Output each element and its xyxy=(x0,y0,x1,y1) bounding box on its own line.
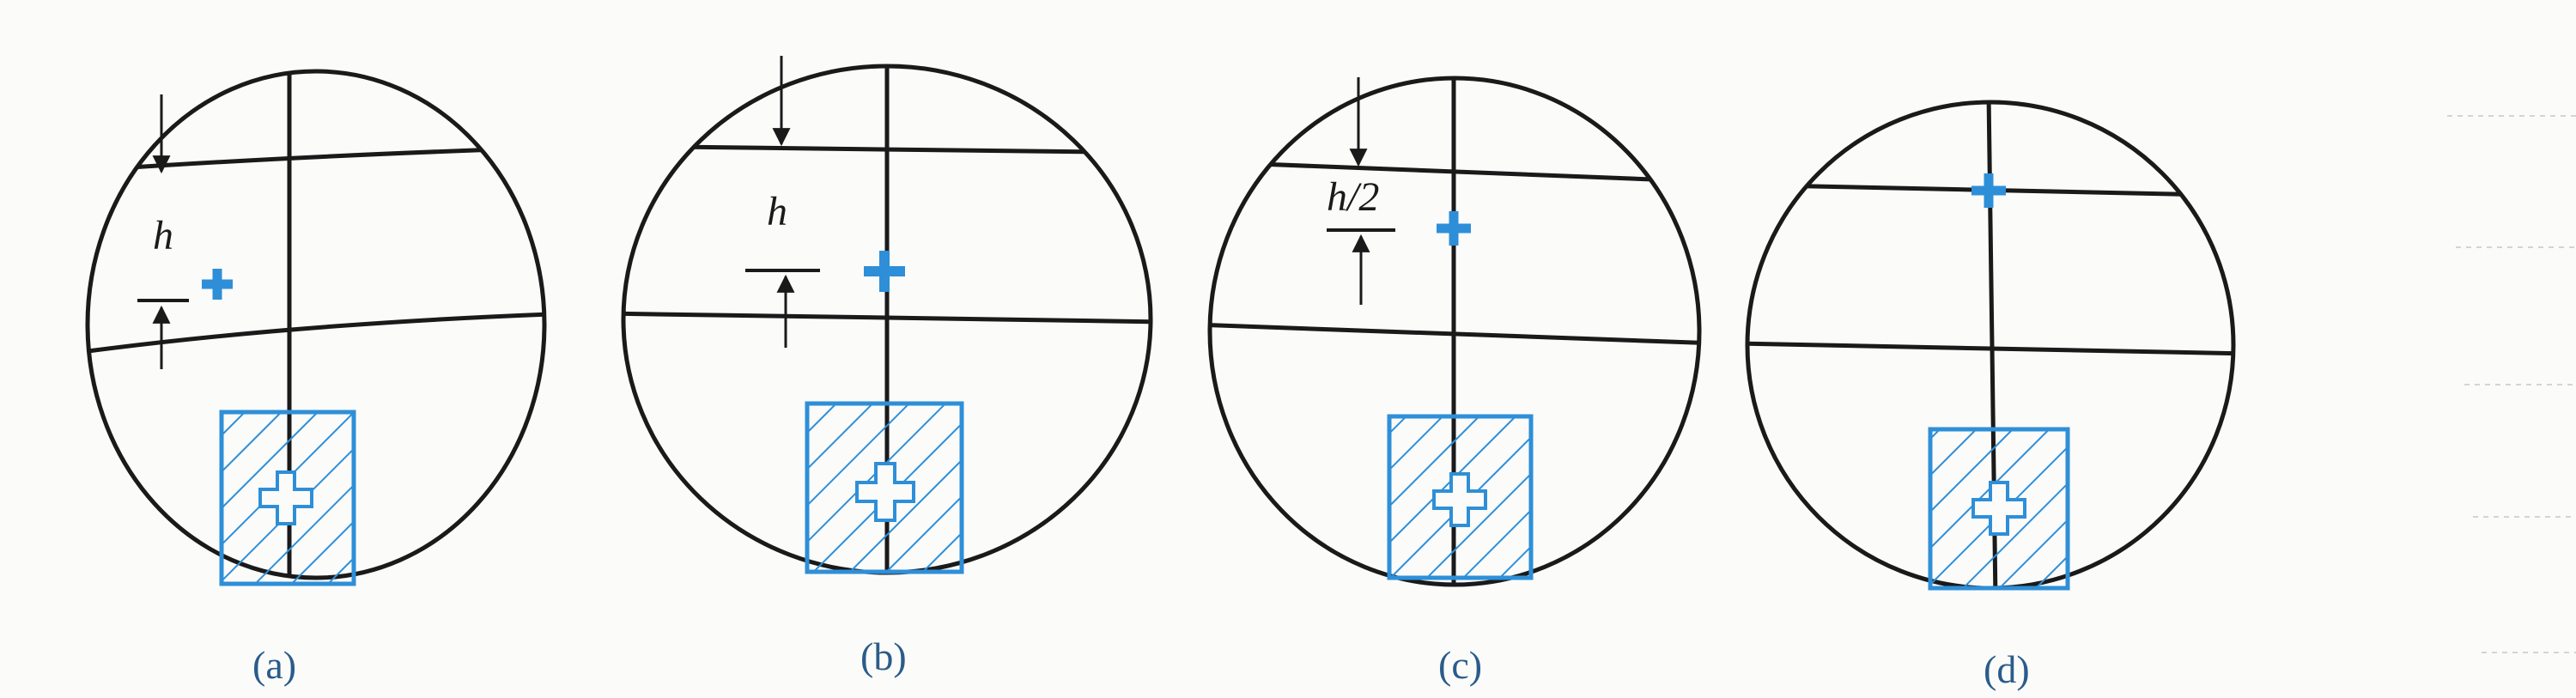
viewfield-circle xyxy=(1207,76,1702,587)
blue-cross-marker-icon xyxy=(202,269,233,300)
page-artifact-lines xyxy=(2447,115,2576,653)
reticle-lower-horizontal xyxy=(623,311,1151,325)
blue-cross-marker-icon xyxy=(864,251,905,292)
panel-caption: (d) xyxy=(1984,647,2030,691)
dimension-label: h xyxy=(153,213,173,258)
panel-b: h (b) xyxy=(621,56,1153,678)
target-cross-icon xyxy=(258,470,313,525)
panel-a: h (a) xyxy=(85,69,547,687)
blue-cross-marker-icon xyxy=(1971,173,2006,208)
panel-caption: (c) xyxy=(1438,643,1482,687)
panel-d: (d) xyxy=(1745,100,2236,691)
target-cross-icon xyxy=(1432,472,1487,527)
dimension-label: h/2 xyxy=(1327,174,1379,220)
dimension-label: h xyxy=(767,189,787,234)
blue-cross-marker-icon xyxy=(1437,211,1471,246)
panel-caption: (b) xyxy=(860,634,907,678)
panel-c: h/2 (c) xyxy=(1207,76,1702,687)
target-cross-icon xyxy=(855,462,915,522)
target-cross-icon xyxy=(1971,481,2026,536)
panel-caption: (a) xyxy=(252,643,296,687)
reticle-lower-horizontal xyxy=(88,312,544,356)
